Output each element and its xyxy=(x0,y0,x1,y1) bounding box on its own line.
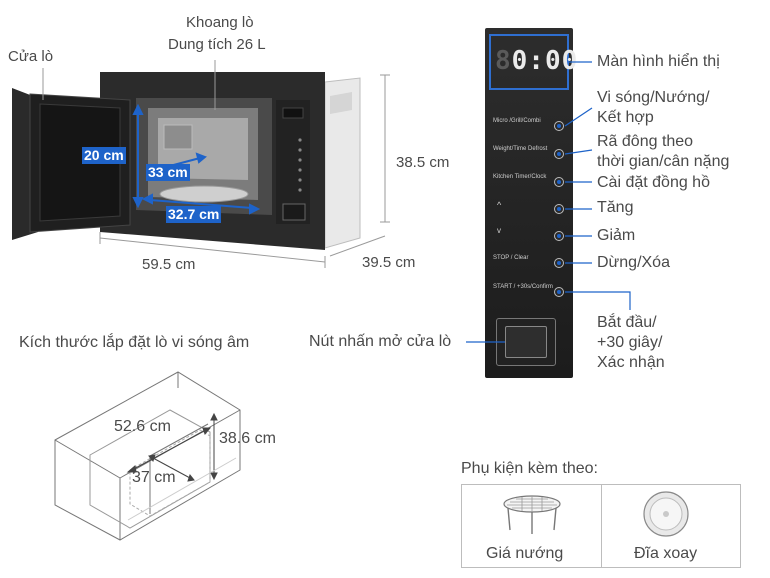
inner-width-label: 32.7 cm xyxy=(166,206,222,223)
accessories-title: Phụ kiện kèm theo: xyxy=(461,460,598,477)
callout-stop: Dừng/Xóa xyxy=(597,254,670,271)
panel-text-defrost: Weight/Time Defrost xyxy=(493,146,548,152)
panel-text-down: v xyxy=(497,226,501,235)
callout-clock: Cài đặt đồng hồ xyxy=(597,174,710,191)
display-readout: 80:00 xyxy=(495,46,578,76)
callout-decrease: Giảm xyxy=(597,227,636,244)
callout-micro: Vi sóng/Nướng/ Kết hợp xyxy=(597,89,710,126)
panel-text-start: START / +30s/Confirm xyxy=(493,284,553,290)
outer-width-label: 59.5 cm xyxy=(142,256,196,273)
accessory-label-grill-rack: Giá nướng xyxy=(486,545,564,562)
panel-text-up: ^ xyxy=(497,200,502,210)
display-leading-digit: 8 xyxy=(495,46,512,76)
outer-depth-label: 39.5 cm xyxy=(362,254,416,271)
display-callout: Màn hình hiển thị xyxy=(597,53,720,70)
accessory-label-turntable: Đĩa xoay xyxy=(634,545,698,562)
callout-start: Bắt đầu/ +30 giây/ Xác nhận xyxy=(597,314,665,371)
door-button-callout: Nút nhấn mở cửa lò xyxy=(309,333,452,350)
inner-depth-label: 33 cm xyxy=(146,164,190,181)
turntable-plate-icon xyxy=(643,491,689,537)
install-height-label: 38.6 cm xyxy=(219,430,276,447)
accessories-divider xyxy=(601,484,602,568)
panel-text-clock: Kitchen Timer/Clock xyxy=(493,174,547,180)
cavity-label-line1: Khoang lò xyxy=(186,14,254,31)
outer-height-label: 38.5 cm xyxy=(396,154,450,171)
door-open-button-face xyxy=(505,326,547,358)
panel-text-stop: STOP / Clear xyxy=(493,255,529,261)
install-depth-label: 37 cm xyxy=(132,469,176,486)
door-label: Cửa lò xyxy=(8,48,54,65)
callout-increase: Tăng xyxy=(597,199,634,216)
grill-rack-icon xyxy=(503,495,561,534)
callout-defrost: Rã đông theo thời gian/cân nặng xyxy=(597,133,730,170)
install-width-label: 52.6 cm xyxy=(114,418,171,435)
display-digits: 0:00 xyxy=(511,46,579,76)
install-title: Kích thước lắp đặt lò vi sóng âm xyxy=(19,334,250,351)
cavity-label-line2: Dung tích 26 L xyxy=(168,36,266,53)
panel-text-micro: Micro /Grill/Combi xyxy=(493,118,541,124)
inner-height-label: 20 cm xyxy=(82,147,126,164)
display-highlight xyxy=(489,34,569,90)
